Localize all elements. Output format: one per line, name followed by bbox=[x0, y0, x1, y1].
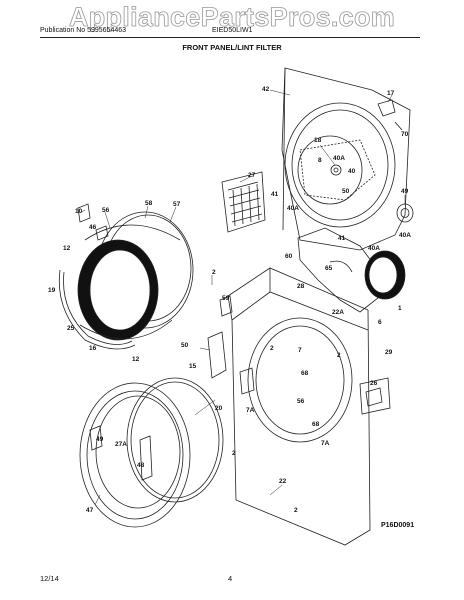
callout-56-2: 56 bbox=[297, 398, 305, 405]
hinge-50 bbox=[207, 331, 227, 379]
callout-12-2: 12 bbox=[132, 356, 140, 363]
callout-28: 28 bbox=[297, 283, 305, 290]
callout-40a-3: 40A bbox=[399, 232, 411, 239]
figure-code: P16D0091 bbox=[381, 522, 415, 529]
diagram-title: FRONT PANEL/LINT FILTER bbox=[182, 43, 282, 52]
callout-12: 12 bbox=[63, 245, 71, 252]
door-gasket-20 bbox=[126, 377, 224, 503]
bracket-59 bbox=[219, 295, 233, 317]
callout-2-5: 2 bbox=[294, 507, 298, 514]
callout-42: 42 bbox=[262, 86, 270, 93]
door-assembly bbox=[79, 382, 191, 528]
callout-40: 40 bbox=[348, 168, 356, 175]
callout-57: 57 bbox=[173, 201, 181, 208]
callout-40a: 40A bbox=[333, 155, 345, 162]
callout-17: 17 bbox=[387, 90, 395, 97]
callout-40a-2: 40A bbox=[287, 205, 299, 212]
callout-68: 68 bbox=[301, 370, 309, 377]
callout-2-3: 2 bbox=[337, 352, 341, 359]
front-panel bbox=[227, 267, 371, 546]
callout-18: 18 bbox=[314, 137, 322, 144]
callout-20: 20 bbox=[215, 405, 223, 412]
callout-16: 16 bbox=[89, 345, 97, 352]
inset-26 bbox=[359, 377, 391, 415]
callout-49-2: 49 bbox=[96, 436, 104, 443]
callout-10: 10 bbox=[75, 208, 83, 215]
callout-50: 50 bbox=[342, 188, 350, 195]
callout-26: 26 bbox=[370, 380, 378, 387]
callout-47: 47 bbox=[86, 507, 94, 514]
callout-46: 46 bbox=[89, 224, 97, 231]
callout-68-2: 68 bbox=[312, 421, 320, 428]
lint-filter bbox=[221, 171, 266, 233]
header-rule bbox=[40, 37, 420, 38]
callout-27: 27 bbox=[248, 172, 256, 179]
callout-41: 41 bbox=[271, 191, 279, 198]
model-number: EIED50LIW1 bbox=[212, 27, 253, 34]
callout-7a-2: 7A bbox=[321, 440, 330, 447]
publication-number: Publication No 5995654463 bbox=[40, 27, 127, 34]
callout-25: 25 bbox=[67, 325, 75, 332]
screw-70 bbox=[394, 121, 403, 131]
clip-46 bbox=[95, 225, 109, 241]
callout-27a: 27A bbox=[115, 441, 127, 448]
callout-60: 60 bbox=[285, 253, 293, 260]
callout-41-2: 41 bbox=[338, 235, 346, 242]
revision-date: 12/14 bbox=[40, 574, 59, 583]
callout-15: 15 bbox=[189, 363, 197, 370]
callout-65: 65 bbox=[325, 265, 333, 272]
callout-22: 22 bbox=[279, 478, 287, 485]
callout-7a: 7A bbox=[246, 407, 255, 414]
callout-56: 56 bbox=[102, 207, 110, 214]
callout-58: 58 bbox=[145, 200, 153, 207]
watermark: AppliancePartsPros.com bbox=[68, 2, 396, 33]
callout-70: 70 bbox=[401, 131, 409, 138]
callout-7: 7 bbox=[298, 347, 302, 354]
callout-8: 8 bbox=[318, 157, 322, 164]
callout-1: 1 bbox=[398, 305, 402, 312]
callout-2: 2 bbox=[212, 269, 216, 276]
rear-bulkhead bbox=[281, 67, 411, 251]
blower-duct bbox=[297, 227, 406, 313]
callout-22a: 22A bbox=[332, 309, 344, 316]
callout-2-2: 2 bbox=[270, 345, 274, 352]
page-number: 4 bbox=[228, 574, 233, 583]
callout-59: 59 bbox=[222, 295, 230, 302]
callout-19: 19 bbox=[48, 287, 56, 294]
clip-10 bbox=[77, 203, 91, 223]
callout-6: 6 bbox=[378, 319, 382, 326]
callout-50-2: 50 bbox=[181, 342, 189, 349]
switch-7a bbox=[239, 367, 255, 395]
callout-29: 29 bbox=[385, 349, 393, 356]
bracket-17 bbox=[377, 99, 396, 117]
callout-48: 48 bbox=[137, 462, 145, 469]
door-seal bbox=[58, 269, 136, 350]
callout-40a-4: 40A bbox=[368, 245, 380, 252]
callout-2-4: 2 bbox=[232, 450, 236, 457]
callout-49: 49 bbox=[401, 188, 409, 195]
door-drum-ring bbox=[77, 211, 194, 341]
